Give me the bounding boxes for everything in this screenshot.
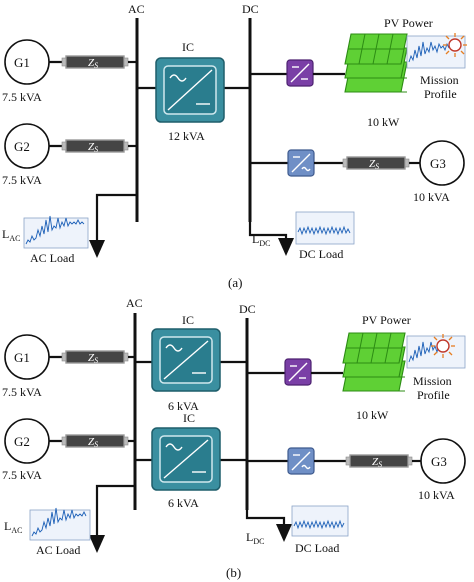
profile-label-b: Profile [417,388,450,402]
pv-rating-b: 10 kW [356,408,389,422]
dc-load-profile-b [291,505,349,537]
caption-b: (b) [226,565,241,580]
g3-label-b: G3 [431,454,447,469]
svg-text:ZS: ZS [369,158,379,171]
pv-power-label-b: PV Power [362,313,411,327]
dc-load-arrow-b [276,524,292,542]
dc-load-profile-a [295,211,355,245]
mission-label-a: Mission [420,73,459,87]
ac-bus-label-a: AC [128,2,145,16]
caption-a: (a) [228,275,242,290]
g3-rating-a: 10 kVA [413,190,450,204]
l-ac-label-b: LAC [4,519,22,535]
dc-bus-label-a: DC [242,2,259,16]
dc-load-arrow-a [278,238,294,256]
g2-rating-a: 7.5 kVA [2,173,42,187]
dcdc-converter-a [286,59,314,87]
l-dc-label-a: LDC [252,232,270,248]
ac-load-arrow-a [89,240,105,258]
sun-icon-b [430,333,456,359]
dc-bus-label-b: DC [239,302,256,316]
generator-g3-b [420,438,466,484]
pv-rating-a: 10 kW [367,115,400,129]
ic2-label-b: IC [183,411,195,425]
interlinking-converter-1-b [151,328,221,392]
g3-label-a: G3 [430,156,446,171]
dc-load-label-a: DC Load [299,247,343,261]
svg-text:ZS: ZS [88,141,98,154]
dcac-converter-a [287,149,315,177]
dcdc-converter-b [284,358,312,386]
ic1-rating-b: 6 kVA [168,399,199,413]
diagram-a: AC DC G1 7.5 kVA ZS G2 7.5 kVA ZS IC [2,2,468,290]
g1-rating-b: 7.5 kVA [2,385,42,399]
ac-load-arrow-b [89,535,105,553]
g2-label-b: G2 [14,434,30,449]
ac-bus-label-b: AC [126,296,143,310]
g2-rating-b: 7.5 kVA [2,468,42,482]
ic1-label-b: IC [182,313,194,327]
g1-label-b: G1 [14,350,30,365]
mission-profile-chart-b [406,335,466,369]
ac-load-label-a: AC Load [30,251,74,265]
g1-label-a: G1 [14,55,30,70]
pv-power-label-a: PV Power [384,16,433,30]
profile-label-a: Profile [424,87,457,101]
l-ac-label-a: LAC [2,227,20,243]
interlinking-converter-a [155,57,225,123]
mission-label-b: Mission [413,374,452,388]
ic-label-a: IC [182,40,194,54]
ic2-rating-b: 6 kVA [168,496,199,510]
interlinking-converter-2-b [151,427,221,491]
ac-load-profile-b [29,507,91,541]
pv-array-b [342,332,406,392]
l-dc-label-b: LDC [246,530,264,546]
svg-text:ZS: ZS [88,57,98,70]
svg-text:ZS: ZS [372,456,382,469]
g1-rating-a: 7.5 kVA [2,90,42,104]
g2-label-a: G2 [14,139,30,154]
svg-text:ZS: ZS [88,352,98,365]
svg-text:ZS: ZS [88,436,98,449]
pv-array-a [344,33,408,93]
diagram-b: AC DC G1 7.5 kVA ZS G2 7.5 kVA ZS IC 6 k… [2,296,466,580]
dcac-converter-b [287,447,315,475]
ac-load-profile-a [23,215,89,249]
generator-g3-a [419,140,465,186]
g3-rating-b: 10 kVA [418,488,455,502]
sun-icon-a [442,32,468,58]
ic-rating-a: 12 kVA [168,129,205,143]
ac-load-label-b: AC Load [36,543,80,557]
dc-load-label-b: DC Load [295,541,339,555]
